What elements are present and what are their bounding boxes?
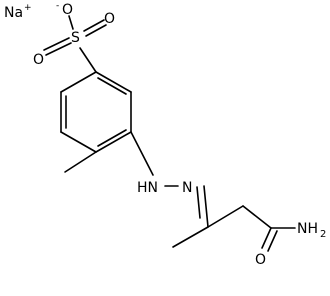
amide-nh2-label: NH: [297, 221, 318, 237]
c-s-bond: [79, 47, 97, 73]
ring-double-bond: [97, 77, 127, 95]
ring-bond: [60, 131, 97, 153]
oxygen-charge: -: [56, 1, 59, 11]
ring-bond: [95, 71, 132, 93]
c-o-double-bond: [261, 227, 272, 249]
ring-double-bond: [97, 129, 127, 147]
sulfur-label: S: [71, 30, 80, 46]
c-c-bond: [207, 205, 244, 228]
sodium-label: Na: [4, 5, 23, 21]
nh-label: HN: [137, 180, 158, 196]
s-o-bond: [68, 15, 74, 30]
s-o-double-bond: [83, 19, 105, 32]
n-c-double-bond: [196, 186, 201, 219]
ring-bond: [95, 131, 132, 153]
oxygen-label: O: [104, 11, 115, 27]
atom-labels: Na + O - S O O HN N O NH 2: [4, 1, 326, 268]
oxygen-label: O: [255, 252, 266, 268]
oxygen-label: O: [33, 52, 44, 68]
s-o-double-bond: [85, 24, 107, 37]
bond-lines: [43, 15, 296, 252]
oxygen-label: O: [62, 2, 73, 18]
amide-nh2-subscript: 2: [320, 229, 326, 240]
s-o-double-bond: [43, 37, 70, 51]
methyl-bond: [172, 226, 209, 248]
n-c-double-bond: [203, 185, 209, 228]
ring-bond: [60, 71, 97, 93]
nitrogen-label: N: [182, 180, 192, 196]
c-o-double-bond: [267, 230, 278, 252]
c-c-bond: [242, 205, 272, 229]
c-n-bond: [130, 131, 154, 176]
s-o-double-bond: [45, 42, 72, 56]
methyl-bond: [64, 151, 97, 173]
sodium-charge: +: [24, 3, 32, 13]
